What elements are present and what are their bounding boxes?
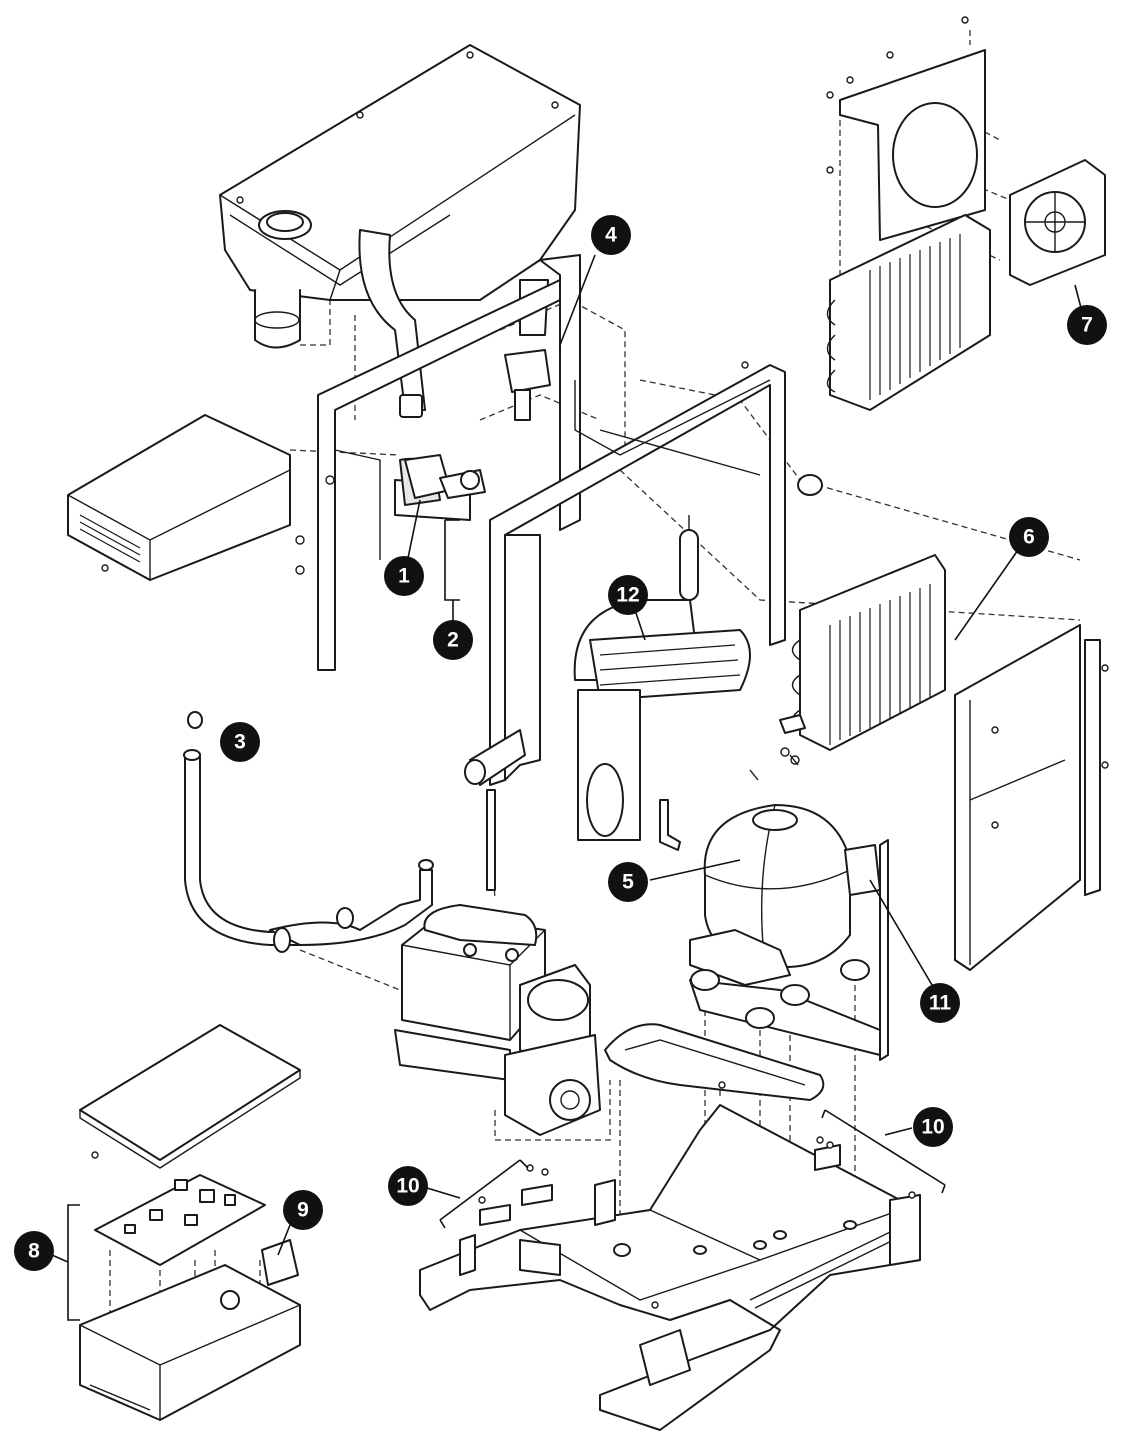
svg-text:2: 2 xyxy=(447,629,459,652)
dump-valve xyxy=(504,349,551,421)
svg-text:6: 6 xyxy=(1023,526,1035,549)
callout-6: 6 xyxy=(1009,517,1049,557)
control-board xyxy=(94,1174,266,1266)
callout-12: 12 xyxy=(608,575,648,615)
svg-text:1: 1 xyxy=(398,565,410,588)
side-panel xyxy=(954,624,1109,971)
callout-1: 1 xyxy=(384,556,424,596)
callout-9: 9 xyxy=(283,1190,323,1230)
svg-text:10: 10 xyxy=(921,1116,944,1139)
svg-text:3: 3 xyxy=(234,731,246,754)
fan-assembly xyxy=(826,16,1106,411)
svg-text:7: 7 xyxy=(1081,314,1093,337)
svg-text:11: 11 xyxy=(929,992,952,1015)
callout-2: 2 xyxy=(433,620,473,660)
svg-text:8: 8 xyxy=(28,1240,40,1263)
inlet-valve xyxy=(404,454,486,499)
svg-text:4: 4 xyxy=(605,224,617,247)
compressor xyxy=(659,754,889,1061)
water-tank xyxy=(219,44,581,418)
drain-tube xyxy=(183,711,434,953)
callout-10-right: 10 xyxy=(913,1107,953,1147)
callout-4: 4 xyxy=(591,215,631,255)
svg-text:12: 12 xyxy=(616,584,639,607)
svg-text:5: 5 xyxy=(622,871,634,894)
bracket-lines xyxy=(67,519,946,1321)
svg-text:9: 9 xyxy=(297,1199,309,1222)
transformer xyxy=(261,1239,299,1286)
callout-7: 7 xyxy=(1067,305,1107,345)
callout-3: 3 xyxy=(220,722,260,762)
control-box xyxy=(67,414,291,581)
callout-5: 5 xyxy=(608,862,648,902)
electrical-box-cover xyxy=(79,1024,301,1169)
callout-10-left: 10 xyxy=(388,1166,428,1206)
svg-text:10: 10 xyxy=(396,1175,419,1198)
center-frame xyxy=(464,361,823,786)
callout-8: 8 xyxy=(14,1231,54,1271)
condenser xyxy=(779,554,946,765)
electrical-box xyxy=(79,1264,301,1421)
evaporator xyxy=(573,515,751,841)
base-pan xyxy=(419,1081,921,1431)
callout-11: 11 xyxy=(920,983,960,1023)
drip-tray-gasket xyxy=(604,1023,825,1101)
pump-motor xyxy=(394,789,601,1136)
